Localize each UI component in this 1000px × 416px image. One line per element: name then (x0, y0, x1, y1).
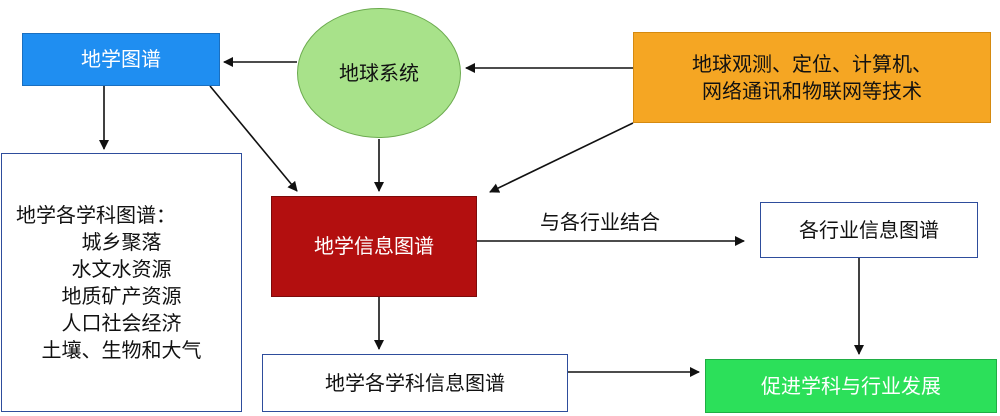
node-hangye-xinxi-tupu-label: 各行业信息图谱 (799, 217, 939, 242)
subject-item: 人口社会经济 (61, 310, 182, 335)
subject-item: 城乡聚落 (81, 229, 162, 254)
node-dixue-tupu: 地学图谱 (22, 33, 220, 86)
edge-label-combine: 与各行业结合 (540, 210, 660, 234)
node-subject-maps: 地学各学科图谱： 城乡聚落 水文水资源 地质矿产资源 人口社会经济 土壤、生物和… (1, 153, 242, 412)
subject-item: 地质矿产资源 (61, 283, 182, 308)
node-dixue-xinxi-tupu-label: 地学信息图谱 (314, 234, 434, 258)
node-diqiu-xitong: 地球系统 (297, 8, 461, 138)
arrow-tech-to-geoinfo (489, 122, 634, 193)
arrow-dixue-tupu-to-geoinfo (209, 85, 298, 192)
subject-item: 土壤、生物和大气 (41, 337, 202, 362)
node-technologies-line2: 网络通讯和物联网等技术 (702, 78, 922, 103)
node-diqiu-xitong-label: 地球系统 (339, 60, 419, 85)
node-xueke-xinxi-tupu: 地学各学科信息图谱 (262, 354, 568, 412)
subject-item: 水文水资源 (71, 256, 172, 281)
node-fazhan-label: 促进学科与行业发展 (761, 373, 941, 398)
node-subject-maps-title: 地学各学科图谱： (16, 202, 176, 227)
node-xueke-xinxi-tupu-label: 地学各学科信息图谱 (325, 370, 505, 395)
node-technologies: 地球观测、定位、计算机、 网络通讯和物联网等技术 (633, 32, 991, 123)
node-dixue-tupu-label: 地学图谱 (81, 47, 161, 71)
node-hangye-xinxi-tupu: 各行业信息图谱 (760, 202, 978, 258)
node-dixue-xinxi-tupu: 地学信息图谱 (271, 196, 477, 297)
node-fazhan: 促进学科与行业发展 (705, 359, 997, 413)
node-technologies-line1: 地球观测、定位、计算机、 (692, 51, 932, 76)
